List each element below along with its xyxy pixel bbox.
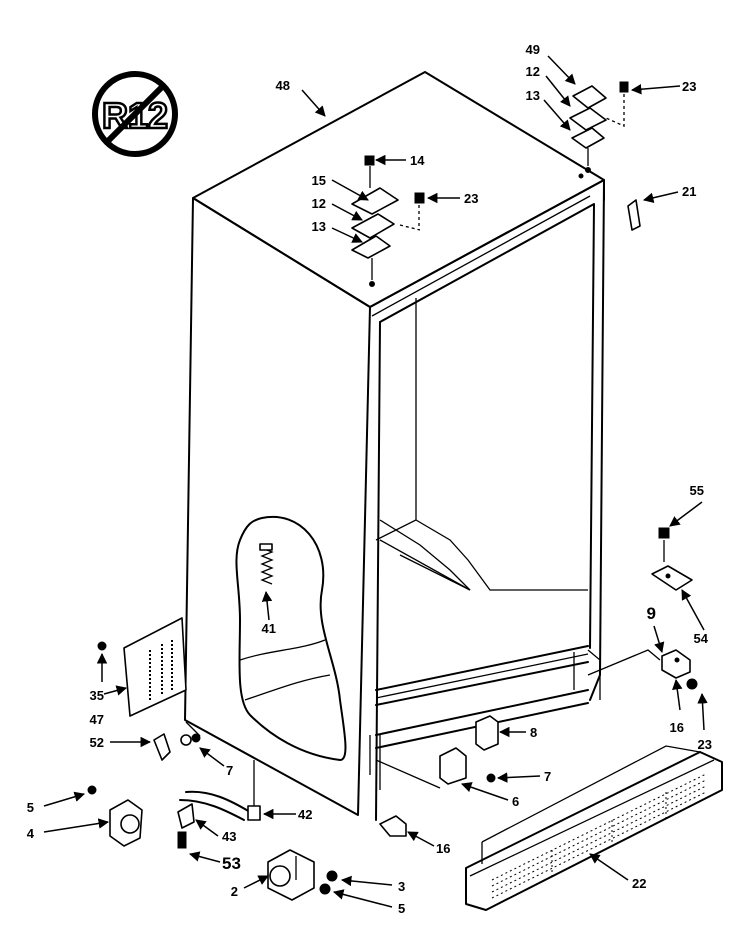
callout-15: 15 xyxy=(312,173,326,188)
callout-22: 22 xyxy=(632,876,646,891)
callout-5-left: 5 xyxy=(27,800,34,815)
callout-42: 42 xyxy=(298,807,312,822)
callout-7-left: 7 xyxy=(226,763,233,778)
right-hinge-parts xyxy=(587,527,698,690)
part-8-block xyxy=(475,715,499,751)
callout-48: 48 xyxy=(276,78,290,93)
callout-16-lower: 16 xyxy=(436,841,450,856)
leader-lines xyxy=(43,55,708,908)
callout-2: 2 xyxy=(231,884,238,899)
callout-21: 21 xyxy=(682,184,696,199)
upper-right-hinge-assembly xyxy=(569,81,629,179)
callout-13-upper-left: 13 xyxy=(312,219,326,234)
upper-left-hinge-assembly xyxy=(351,155,425,287)
part-6-bracket xyxy=(375,747,496,789)
callout-13-upper-right: 13 xyxy=(526,88,540,103)
clip-part-21 xyxy=(627,199,641,231)
callout-55: 55 xyxy=(690,483,704,498)
callout-9: 9 xyxy=(647,604,656,623)
callout-23-upper-right: 23 xyxy=(682,79,696,94)
bracket-part-43 xyxy=(177,803,195,849)
toe-grille-part-22 xyxy=(465,745,723,911)
callout-54: 54 xyxy=(694,631,709,646)
tube-coil-part-41 xyxy=(259,543,274,585)
no-r12-refrigerant-emblem: R12 xyxy=(92,71,178,157)
callout-5-bottom: 5 xyxy=(398,901,405,916)
tube-part-42 xyxy=(179,760,261,821)
callout-6: 6 xyxy=(512,794,519,809)
callout-52: 52 xyxy=(90,735,104,750)
callout-23-right: 23 xyxy=(698,737,712,752)
part-16-bracket-lower xyxy=(379,815,407,837)
callout-23-upper-left: 23 xyxy=(464,191,478,206)
callout-47: 47 xyxy=(90,712,104,727)
callout-43: 43 xyxy=(222,829,236,844)
callout-53: 53 xyxy=(222,854,241,873)
callout-7-right: 7 xyxy=(544,769,551,784)
callout-16-right: 16 xyxy=(670,720,684,735)
callout-12-upper-right: 12 xyxy=(526,64,540,79)
callout-4: 4 xyxy=(27,826,35,841)
caster-wheel-assembly xyxy=(87,785,143,847)
callout-35: 35 xyxy=(90,688,104,703)
callout-49: 49 xyxy=(526,42,540,57)
callout-labels: 48 49 12 13 23 14 15 12 13 23 21 55 54 9… xyxy=(27,42,712,916)
callout-41: 41 xyxy=(262,621,276,636)
callout-14: 14 xyxy=(410,153,425,168)
left-side-bracket-parts xyxy=(97,617,201,761)
callout-8: 8 xyxy=(530,725,537,740)
roller-assembly-part-2 xyxy=(267,849,338,901)
cabinet-body xyxy=(184,71,605,821)
callout-3: 3 xyxy=(398,879,405,894)
callout-12-upper-left: 12 xyxy=(312,196,326,211)
